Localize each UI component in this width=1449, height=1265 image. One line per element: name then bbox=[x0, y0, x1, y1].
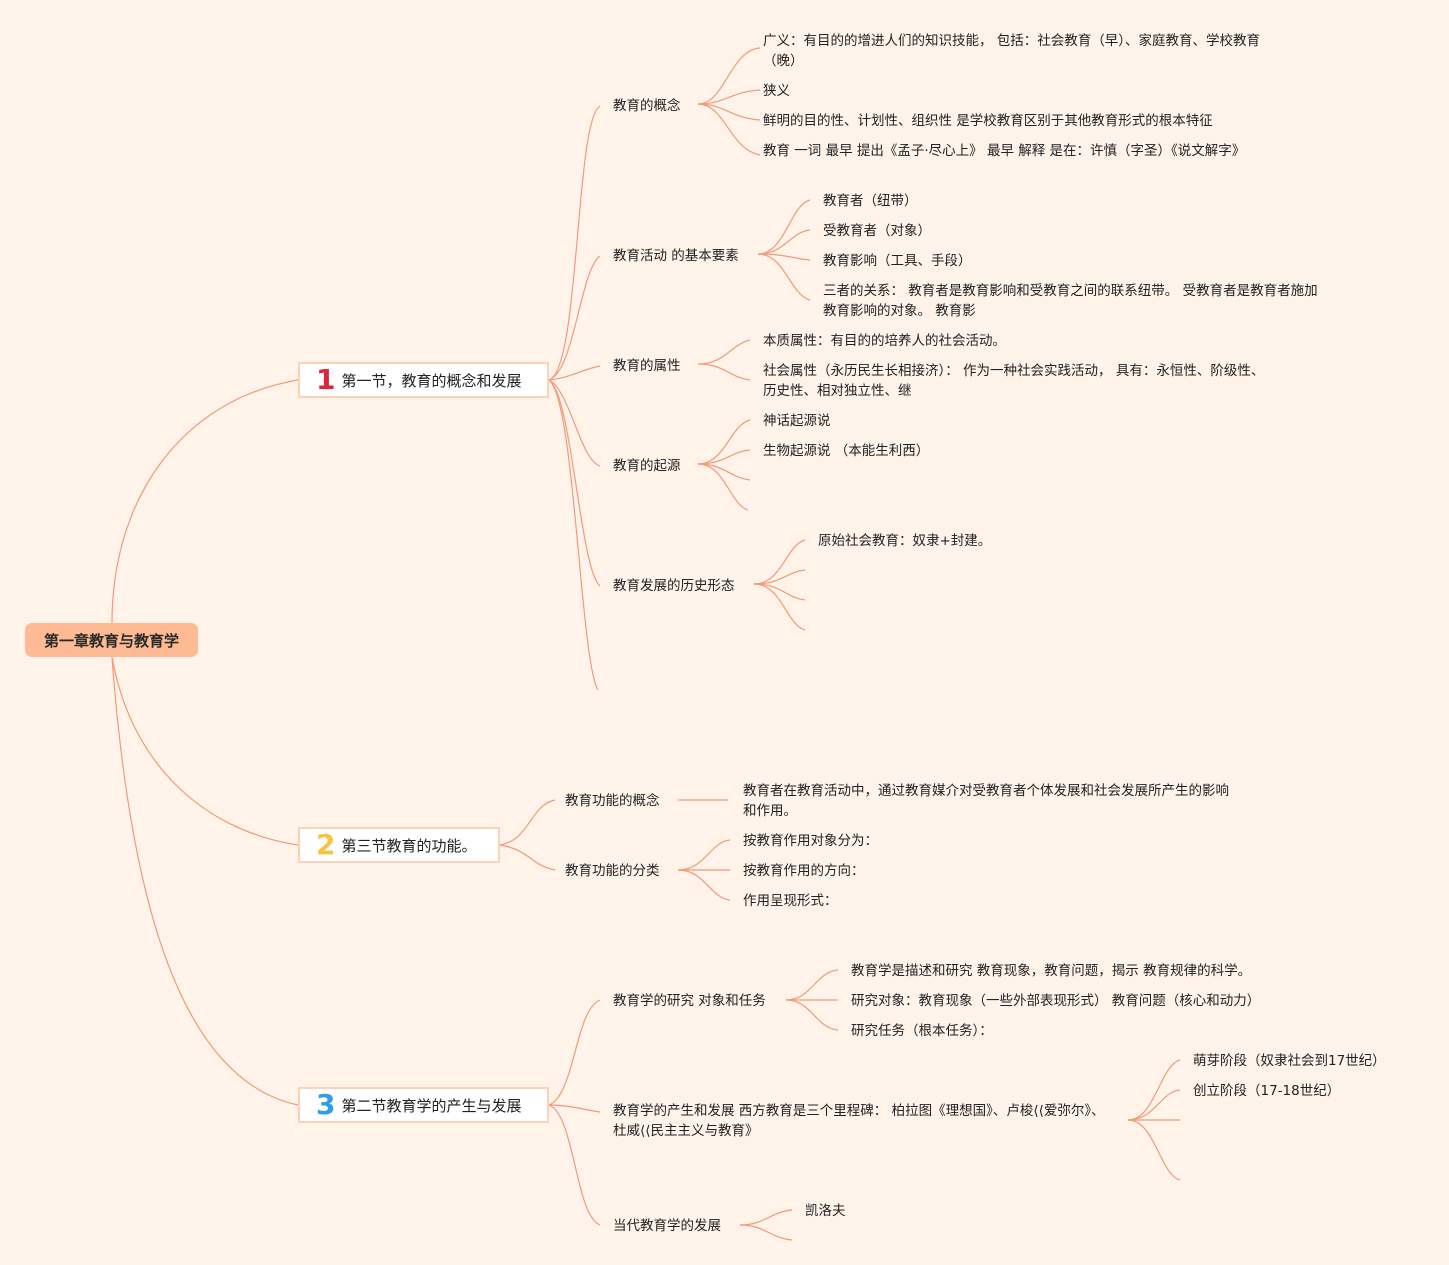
item-relationship[interactable]: 三者的关系： 教育者是教育影响和受教育之间的联系纽带。 受教育者是教育者施加教育… bbox=[823, 283, 1318, 319]
item-broad-sense[interactable]: 广义：有目的的增进人们的知识技能， 包括：社会教育（早）、家庭教育、学校教育（晚… bbox=[763, 33, 1261, 69]
link-root-s3 bbox=[111, 656, 299, 1106]
item-pedagogy-definition[interactable]: 教育学是描述和研究 教育现象，教育问题，揭示 教育规律的科学。 bbox=[851, 963, 1252, 979]
topic-contemporary-pedagogy[interactable]: 当代教育学的发展 bbox=[613, 1218, 721, 1234]
topic-education-concept[interactable]: 教育的概念 bbox=[613, 98, 681, 114]
item-bio-origin[interactable]: 生物起源说 （本能生利西） bbox=[763, 443, 930, 459]
item-school-feature[interactable]: 鲜明的目的性、计划性、组织性 是学校教育区别于其他教育形式的根本特征 bbox=[763, 113, 1213, 129]
section-3-title: 第二节教育学的产生与发展 bbox=[341, 1096, 522, 1115]
item-narrow-sense[interactable]: 狭义 bbox=[763, 83, 790, 99]
topic-origin[interactable]: 教育的起源 bbox=[613, 458, 681, 474]
topic-attributes[interactable]: 教育的属性 bbox=[613, 358, 681, 374]
item-research-object[interactable]: 研究对象：教育现象（一些外部表现形式） 教育问题（核心和动力） bbox=[851, 993, 1261, 1009]
item-primitive-education[interactable]: 原始社会教育：奴隶+封建。 bbox=[818, 533, 992, 549]
item-research-task[interactable]: 研究任务（根本任务）： bbox=[851, 1023, 993, 1039]
section-2-title: 第三节教育的功能。 bbox=[341, 836, 477, 855]
link-root-s2 bbox=[111, 656, 299, 846]
number-3-icon: 3 bbox=[316, 1088, 336, 1121]
item-educatee[interactable]: 受教育者（对象） bbox=[823, 223, 931, 239]
item-by-target[interactable]: 按教育作用对象分为： bbox=[743, 833, 878, 849]
number-1-icon: 1 bbox=[316, 363, 336, 396]
section-1-title: 第一节，教育的概念和发展 bbox=[341, 371, 522, 390]
item-by-direction[interactable]: 按教育作用的方向： bbox=[743, 863, 865, 879]
item-sprout-stage[interactable]: 萌芽阶段（奴隶社会到17世纪） bbox=[1193, 1053, 1386, 1069]
topic-basic-elements[interactable]: 教育活动 的基本要素 bbox=[613, 248, 739, 264]
topic-function-classification[interactable]: 教育功能的分类 bbox=[565, 863, 660, 879]
section-3[interactable]: 3 第二节教育学的产生与发展 bbox=[298, 1087, 549, 1123]
root-topic[interactable]: 第一章教育与教育学 bbox=[25, 623, 198, 657]
section-1[interactable]: 1 第一节，教育的概念和发展 bbox=[298, 362, 549, 398]
item-function-definition[interactable]: 教育者在教育活动中，通过教育媒介对受教育者个体发展和社会发展所产生的影响和作用。 bbox=[743, 783, 1229, 819]
item-social-attribute[interactable]: 社会属性（永历民生长相接济）： 作为一种社会实践活动， 具有：永恒性、阶级性、历… bbox=[763, 363, 1265, 399]
item-term-origin[interactable]: 教育 一词 最早 提出《孟子·尽心上》 最早 解释 是在：许慎（字圣）《说文解字… bbox=[763, 143, 1246, 159]
item-educator[interactable]: 教育者（纽带） bbox=[823, 193, 918, 209]
item-founding-stage[interactable]: 创立阶段（17-18世纪） bbox=[1193, 1083, 1341, 1099]
topic-research-object[interactable]: 教育学的研究 对象和任务 bbox=[613, 993, 766, 1009]
topic-historical-forms[interactable]: 教育发展的历史形态 bbox=[613, 578, 735, 594]
topic-function-concept[interactable]: 教育功能的概念 bbox=[565, 793, 660, 809]
item-myth-origin[interactable]: 神话起源说 bbox=[763, 413, 831, 429]
link-root-s1 bbox=[111, 379, 299, 624]
topic-pedagogy-history[interactable]: 教育学的产生和发展 西方教育是三个里程碑： 柏拉图《理想国》、卢梭⟨⟨爱弥尔》、… bbox=[613, 1103, 1105, 1139]
number-2-icon: 2 bbox=[316, 828, 336, 861]
item-by-form[interactable]: 作用呈现形式： bbox=[743, 893, 838, 909]
item-influence[interactable]: 教育影响（工具、手段） bbox=[823, 253, 972, 269]
section-2[interactable]: 2 第三节教育的功能。 bbox=[298, 827, 500, 863]
item-kairov[interactable]: 凯洛夫 bbox=[805, 1203, 846, 1219]
item-essential-attribute[interactable]: 本质属性：有目的的培养人的社会活动。 bbox=[763, 333, 1006, 349]
